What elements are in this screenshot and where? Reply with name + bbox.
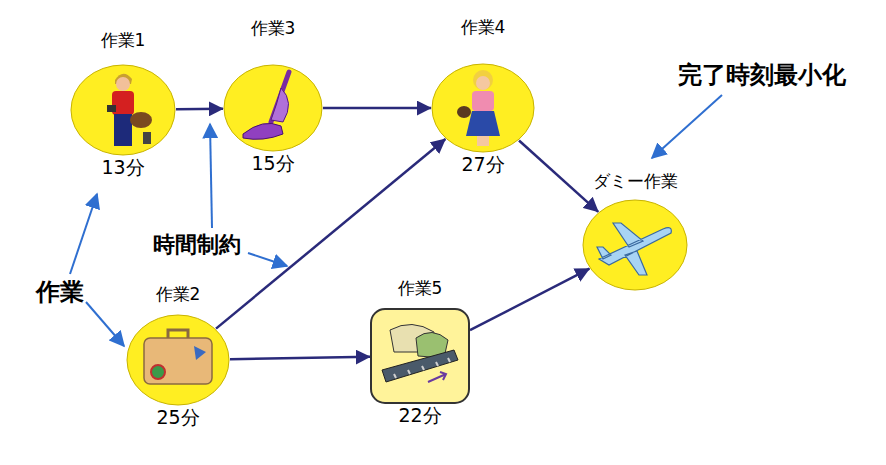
circle-outline: [224, 65, 322, 151]
bag: [130, 112, 152, 128]
sticker: [151, 365, 165, 379]
constraint-note: 時間制約: [153, 232, 241, 258]
task-node: 作業2 25分: [126, 284, 230, 429]
task-illustration: [431, 63, 535, 153]
circle-outline: [583, 200, 687, 290]
task-name: 作業2: [156, 284, 201, 304]
sticker: [194, 346, 206, 360]
task-duration: 25分: [156, 406, 199, 429]
handbag: [457, 106, 471, 118]
icon: [597, 223, 671, 275]
goal-note: 完了時刻最小化: [678, 61, 846, 90]
airplane: [597, 223, 671, 275]
case: [144, 338, 212, 384]
task-name: 作業3: [251, 18, 296, 38]
circle-outline: [432, 64, 534, 152]
nozzle: [243, 123, 283, 139]
task-node: 作業1 13分: [70, 30, 176, 179]
task-name: 作業1: [101, 30, 146, 50]
skirt: [466, 111, 500, 136]
icon: [243, 72, 289, 139]
precedence-arrow: [519, 140, 598, 211]
icon: [144, 330, 212, 384]
precedence-arrow: [216, 139, 445, 329]
blouse: [472, 91, 494, 111]
task-node: 作業4 27分: [431, 17, 535, 176]
legs: [477, 136, 489, 146]
task-circle: [582, 199, 688, 291]
hair: [473, 70, 493, 90]
task-duration: 22分: [398, 404, 441, 427]
task-illustration: [126, 314, 230, 406]
precedence-arrow: [323, 107, 431, 110]
icon: [107, 74, 152, 146]
task-illustration: [370, 308, 470, 404]
task-illustration: [70, 64, 176, 156]
head: [116, 77, 130, 91]
task-circle: [431, 63, 535, 153]
leader-line: [70, 194, 97, 274]
task-name: 作業4: [461, 17, 506, 37]
case: [143, 132, 151, 144]
circle-outline: [127, 315, 229, 405]
task-duration: 15分: [251, 152, 294, 175]
task-circle: [223, 64, 323, 152]
leader-line: [86, 302, 124, 346]
precedence-arrow: [230, 357, 370, 359]
task-node: ダミー作業: [582, 171, 688, 291]
handle: [271, 72, 289, 122]
task-name: 作業5: [398, 278, 443, 298]
icon: [382, 324, 458, 382]
conveyor: [382, 350, 458, 382]
leader-line: [210, 124, 212, 228]
leader-line: [248, 253, 287, 266]
task-circle: [70, 64, 176, 156]
circle-outline: [71, 65, 175, 155]
task-duration: 27分: [461, 153, 504, 176]
box-outline: [371, 309, 469, 403]
handle: [168, 330, 188, 338]
task-note: 作業: [36, 278, 84, 307]
task-illustration: [223, 64, 323, 152]
task-circle: [126, 314, 230, 406]
task-rounded-box: [370, 308, 470, 404]
task-node: 作業3 15分: [223, 18, 323, 175]
dust-bag: [271, 88, 289, 122]
icon: [457, 70, 500, 146]
direction: [428, 372, 446, 382]
camera: [107, 105, 116, 112]
pants: [114, 114, 132, 146]
precedence-arrow: [470, 269, 589, 331]
task-duration: 13分: [101, 156, 144, 179]
task-node: 作業5 22分: [370, 278, 470, 427]
task-illustration: [582, 199, 688, 291]
leader-line: [652, 95, 722, 158]
precedence-arrow: [176, 107, 223, 110]
head: [476, 76, 490, 90]
task-name: ダミー作業: [593, 171, 678, 191]
